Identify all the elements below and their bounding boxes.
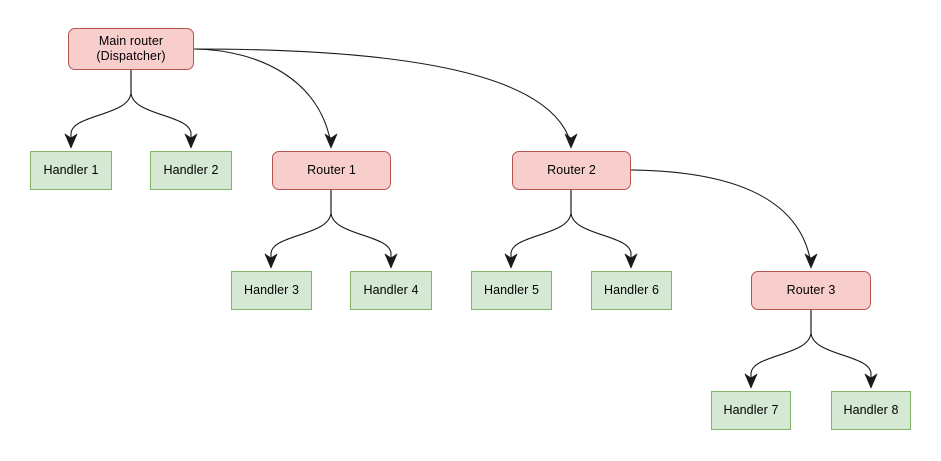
node-handler-1[interactable]: Handler 1 bbox=[30, 151, 112, 190]
arrowhead-e-r3-h7 bbox=[744, 373, 758, 389]
node-router-1[interactable]: Router 1 bbox=[272, 151, 391, 190]
arrowhead-e-r1-h3 bbox=[264, 253, 278, 269]
edges-group bbox=[70, 48, 872, 385]
edge-router-2-to-handler-6 bbox=[570, 189, 632, 265]
edge-main-router-to-handler-1 bbox=[70, 69, 132, 145]
arrowhead-e-main-r2 bbox=[564, 133, 578, 149]
arrowhead-e-main-r1 bbox=[324, 133, 338, 149]
edge-router-2-to-handler-5 bbox=[510, 189, 572, 265]
node-handler-5[interactable]: Handler 5 bbox=[471, 271, 552, 310]
arrowhead-e-r2-r3 bbox=[804, 253, 818, 269]
edge-router-3-to-handler-8 bbox=[810, 309, 872, 385]
edge-main-router-to-handler-2 bbox=[130, 69, 192, 145]
node-handler-6[interactable]: Handler 6 bbox=[591, 271, 672, 310]
edge-main-router-to-router-1 bbox=[193, 48, 332, 145]
node-router-2[interactable]: Router 2 bbox=[512, 151, 631, 190]
edge-router-1-to-handler-3 bbox=[270, 189, 332, 265]
arrowhead-e-main-h1 bbox=[64, 133, 78, 149]
arrowhead-e-r2-h5 bbox=[504, 253, 518, 269]
edge-router-3-to-handler-7 bbox=[750, 309, 812, 385]
edge-router-2-to-router-3 bbox=[630, 169, 812, 265]
node-handler-8[interactable]: Handler 8 bbox=[831, 391, 911, 430]
node-handler-3[interactable]: Handler 3 bbox=[231, 271, 312, 310]
arrowhead-e-r3-h8 bbox=[864, 373, 878, 389]
edge-router-1-to-handler-4 bbox=[330, 189, 392, 265]
arrowhead-e-r1-h4 bbox=[384, 253, 398, 269]
arrowhead-e-r2-h6 bbox=[624, 253, 638, 269]
node-main-router[interactable]: Main router (Dispatcher) bbox=[68, 28, 194, 70]
node-handler-4[interactable]: Handler 4 bbox=[350, 271, 432, 310]
node-handler-7[interactable]: Handler 7 bbox=[711, 391, 791, 430]
node-handler-2[interactable]: Handler 2 bbox=[150, 151, 232, 190]
node-router-3[interactable]: Router 3 bbox=[751, 271, 871, 310]
arrowhead-e-main-h2 bbox=[184, 133, 198, 149]
edge-main-router-to-router-2 bbox=[193, 48, 572, 145]
